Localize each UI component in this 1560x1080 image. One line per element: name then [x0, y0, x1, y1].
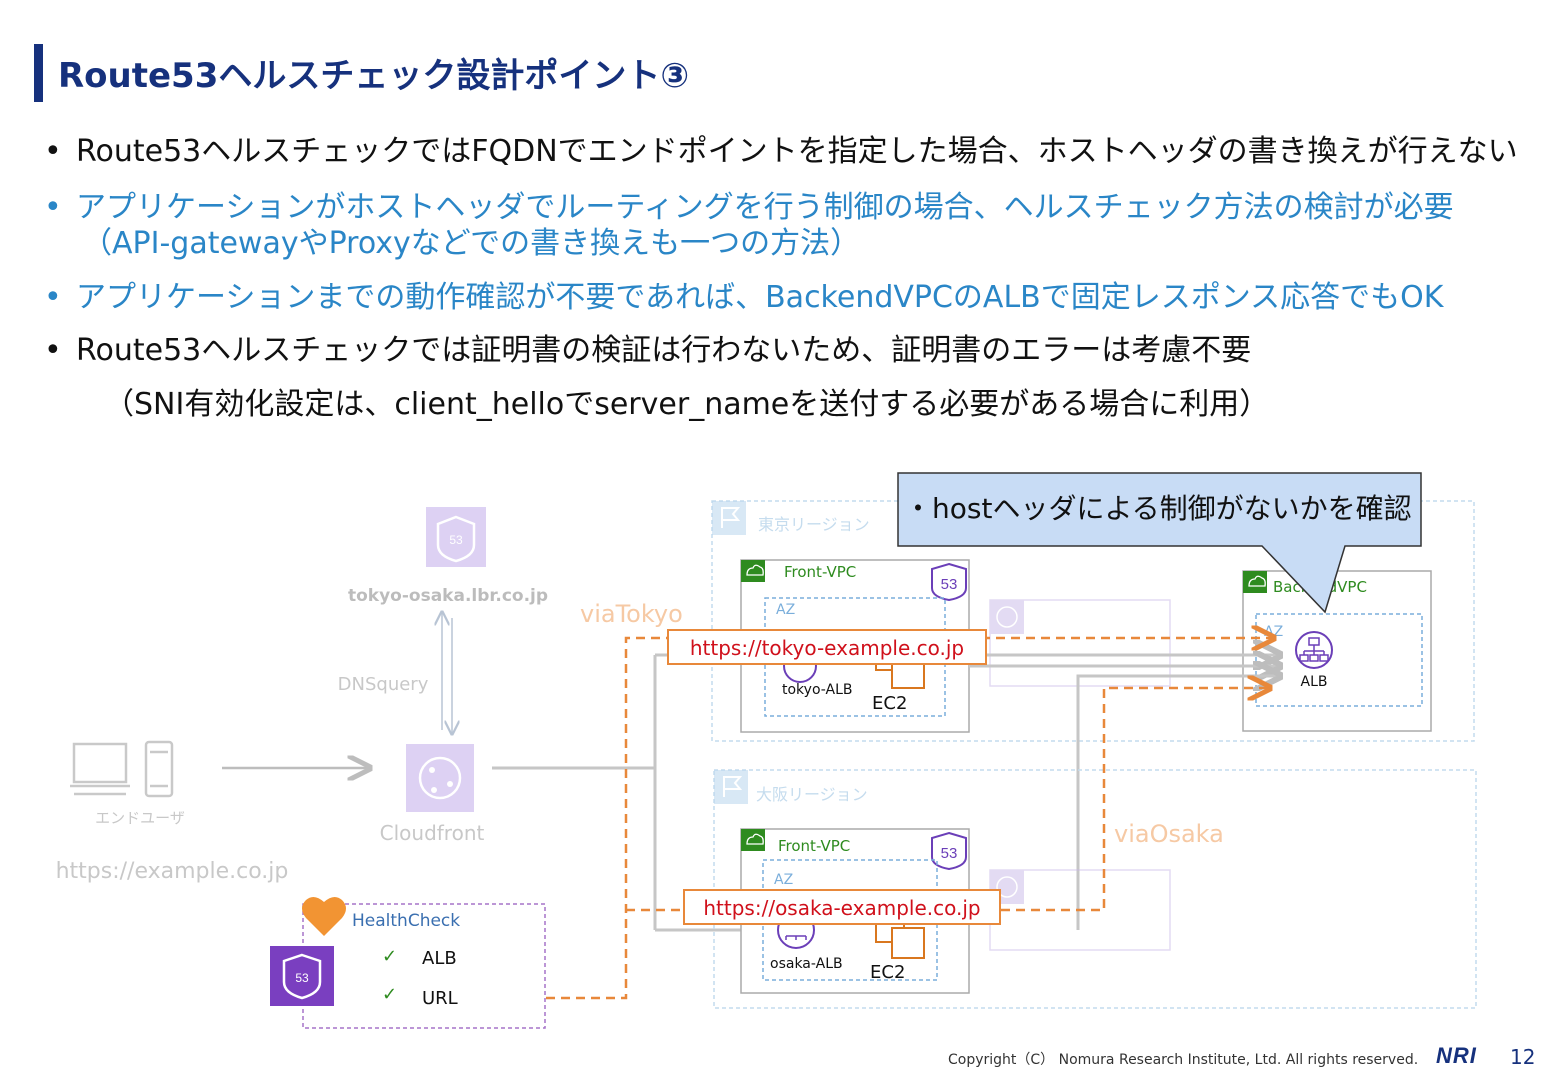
- osaka-region-box: [713, 769, 1477, 1009]
- osaka-az-label: AZ: [774, 872, 793, 888]
- flag-icon: [712, 501, 746, 535]
- bullet-text: Route53ヘルスチェックではFQDNでエンドポイントを指定した場合、ホストヘ…: [76, 134, 1518, 169]
- bullet-dot: •: [44, 190, 62, 225]
- vpc-icon: [1243, 571, 1267, 593]
- bullet-text: アプリケーションまでの動作確認が不要であれば、BackendVPCのALBで固定…: [76, 280, 1444, 315]
- tokyo-region-label: 東京リージョン: [758, 515, 870, 534]
- bullet-list: • Route53ヘルスチェックではFQDNでエンドポイントを指定した場合、ホス…: [44, 126, 1524, 432]
- bullet-dot: •: [44, 333, 62, 368]
- route53-badge-icon: 53: [931, 562, 967, 602]
- cloudfront-icon: [406, 744, 474, 812]
- via-osaka-label: viaOsaka: [1114, 820, 1224, 848]
- callout-text: ・hostヘッダによる制御がないかを確認: [904, 492, 1412, 525]
- heart-icon: [302, 896, 346, 936]
- route53-badge-text: 53: [941, 576, 958, 593]
- route53-icon: 53: [426, 507, 486, 567]
- route53-badge-text: 53: [295, 971, 309, 985]
- route53-domain-label: tokyo-osaka.lbr.co.jp: [348, 586, 548, 606]
- bullet-dot: •: [44, 280, 62, 315]
- backend-alb-label: ALB: [1301, 674, 1328, 690]
- tokyo-url-box: [667, 629, 987, 665]
- healthcheck-label: HealthCheck: [352, 911, 460, 931]
- healthcheck-url-item: URL: [422, 988, 458, 1009]
- bullet-continuation: （API-gatewayやProxyなどでの書き換えも一つの方法）: [82, 226, 861, 261]
- page-number: 12: [1510, 1045, 1536, 1069]
- nri-logo: NRI: [1436, 1043, 1477, 1068]
- bullet-text: アプリケーションがホストヘッダでルーティングを行う制御の場合、ヘルスチェック方法…: [76, 190, 1454, 225]
- phone-icon: [144, 740, 174, 798]
- bullet-dot: •: [44, 134, 62, 169]
- flag-icon: [714, 770, 748, 804]
- osaka-url-box: [683, 889, 1001, 925]
- osaka-alb-label: osaka-ALB: [770, 956, 843, 972]
- osaka-ec2-label: EC2: [870, 962, 905, 983]
- copyright-text: Copyright（C） Nomura Research Institute, …: [948, 1052, 1419, 1068]
- healthcheck-alb-item: ALB: [422, 948, 457, 969]
- tokyo-alb-label: tokyo-ALB: [782, 682, 853, 698]
- osaka-front-vpc-label: Front-VPC: [778, 837, 850, 855]
- bullet-text: Route53ヘルスチェックでは証明書の検証は行わないため、証明書のエラーは考慮…: [76, 333, 1252, 368]
- check-icon: ✓: [382, 946, 397, 967]
- cloudfront-label: Cloudfront: [380, 821, 485, 845]
- bullet-continuation: （SNI有効化設定は、client_helloでserver_nameを送付する…: [104, 387, 1270, 422]
- route53-icon: 53: [270, 946, 334, 1006]
- end-user-url: https://example.co.jp: [56, 859, 289, 884]
- alb-icon: [1295, 631, 1333, 669]
- title-accent-bar: [34, 44, 43, 102]
- desktop-icon: [70, 742, 130, 796]
- healthcheck-paths: [486, 638, 1274, 1000]
- route53-badge-text: 53: [449, 533, 463, 547]
- tokyo-transit-box: [989, 599, 1171, 687]
- osaka-url-label: https://osaka-example.co.jp: [703, 896, 980, 920]
- tokyo-az-label: AZ: [776, 602, 795, 618]
- bullet-item: • アプリケーションがホストヘッダでルーティングを行う制御の場合、ヘルスチェック…: [44, 186, 1524, 266]
- vpc-icon: [741, 560, 765, 582]
- tokyo-ec2-label: EC2: [872, 693, 907, 714]
- callout-bubble: [897, 472, 1422, 614]
- bullet-item: • Route53ヘルスチェックでは証明書の検証は行わないため、証明書のエラーは…: [44, 324, 1524, 432]
- backend-routes: [969, 655, 1280, 930]
- vpc-icon: [741, 829, 765, 851]
- end-user-label: エンドユーザ: [95, 809, 185, 827]
- page-title: Route53ヘルスチェック設計ポイント③: [58, 56, 690, 96]
- via-tokyo-label: viaTokyo: [580, 600, 683, 628]
- route53-badge-icon: 53: [931, 831, 967, 871]
- osaka-region-label: 大阪リージョン: [756, 785, 868, 804]
- healthcheck-panel: [302, 903, 546, 1029]
- check-icon: ✓: [382, 984, 397, 1005]
- tokyo-url-label: https://tokyo-example.co.jp: [690, 636, 964, 660]
- bullet-item: • Route53ヘルスチェックではFQDNでエンドポイントを指定した場合、ホス…: [44, 126, 1524, 178]
- bullet-item: • アプリケーションまでの動作確認が不要であれば、BackendVPCのALBで…: [44, 272, 1524, 324]
- route53-badge-text: 53: [941, 845, 958, 862]
- tokyo-front-vpc-label: Front-VPC: [784, 563, 856, 581]
- cloudfront-routes: [492, 653, 742, 932]
- dns-query-label: DNSquery: [338, 674, 429, 695]
